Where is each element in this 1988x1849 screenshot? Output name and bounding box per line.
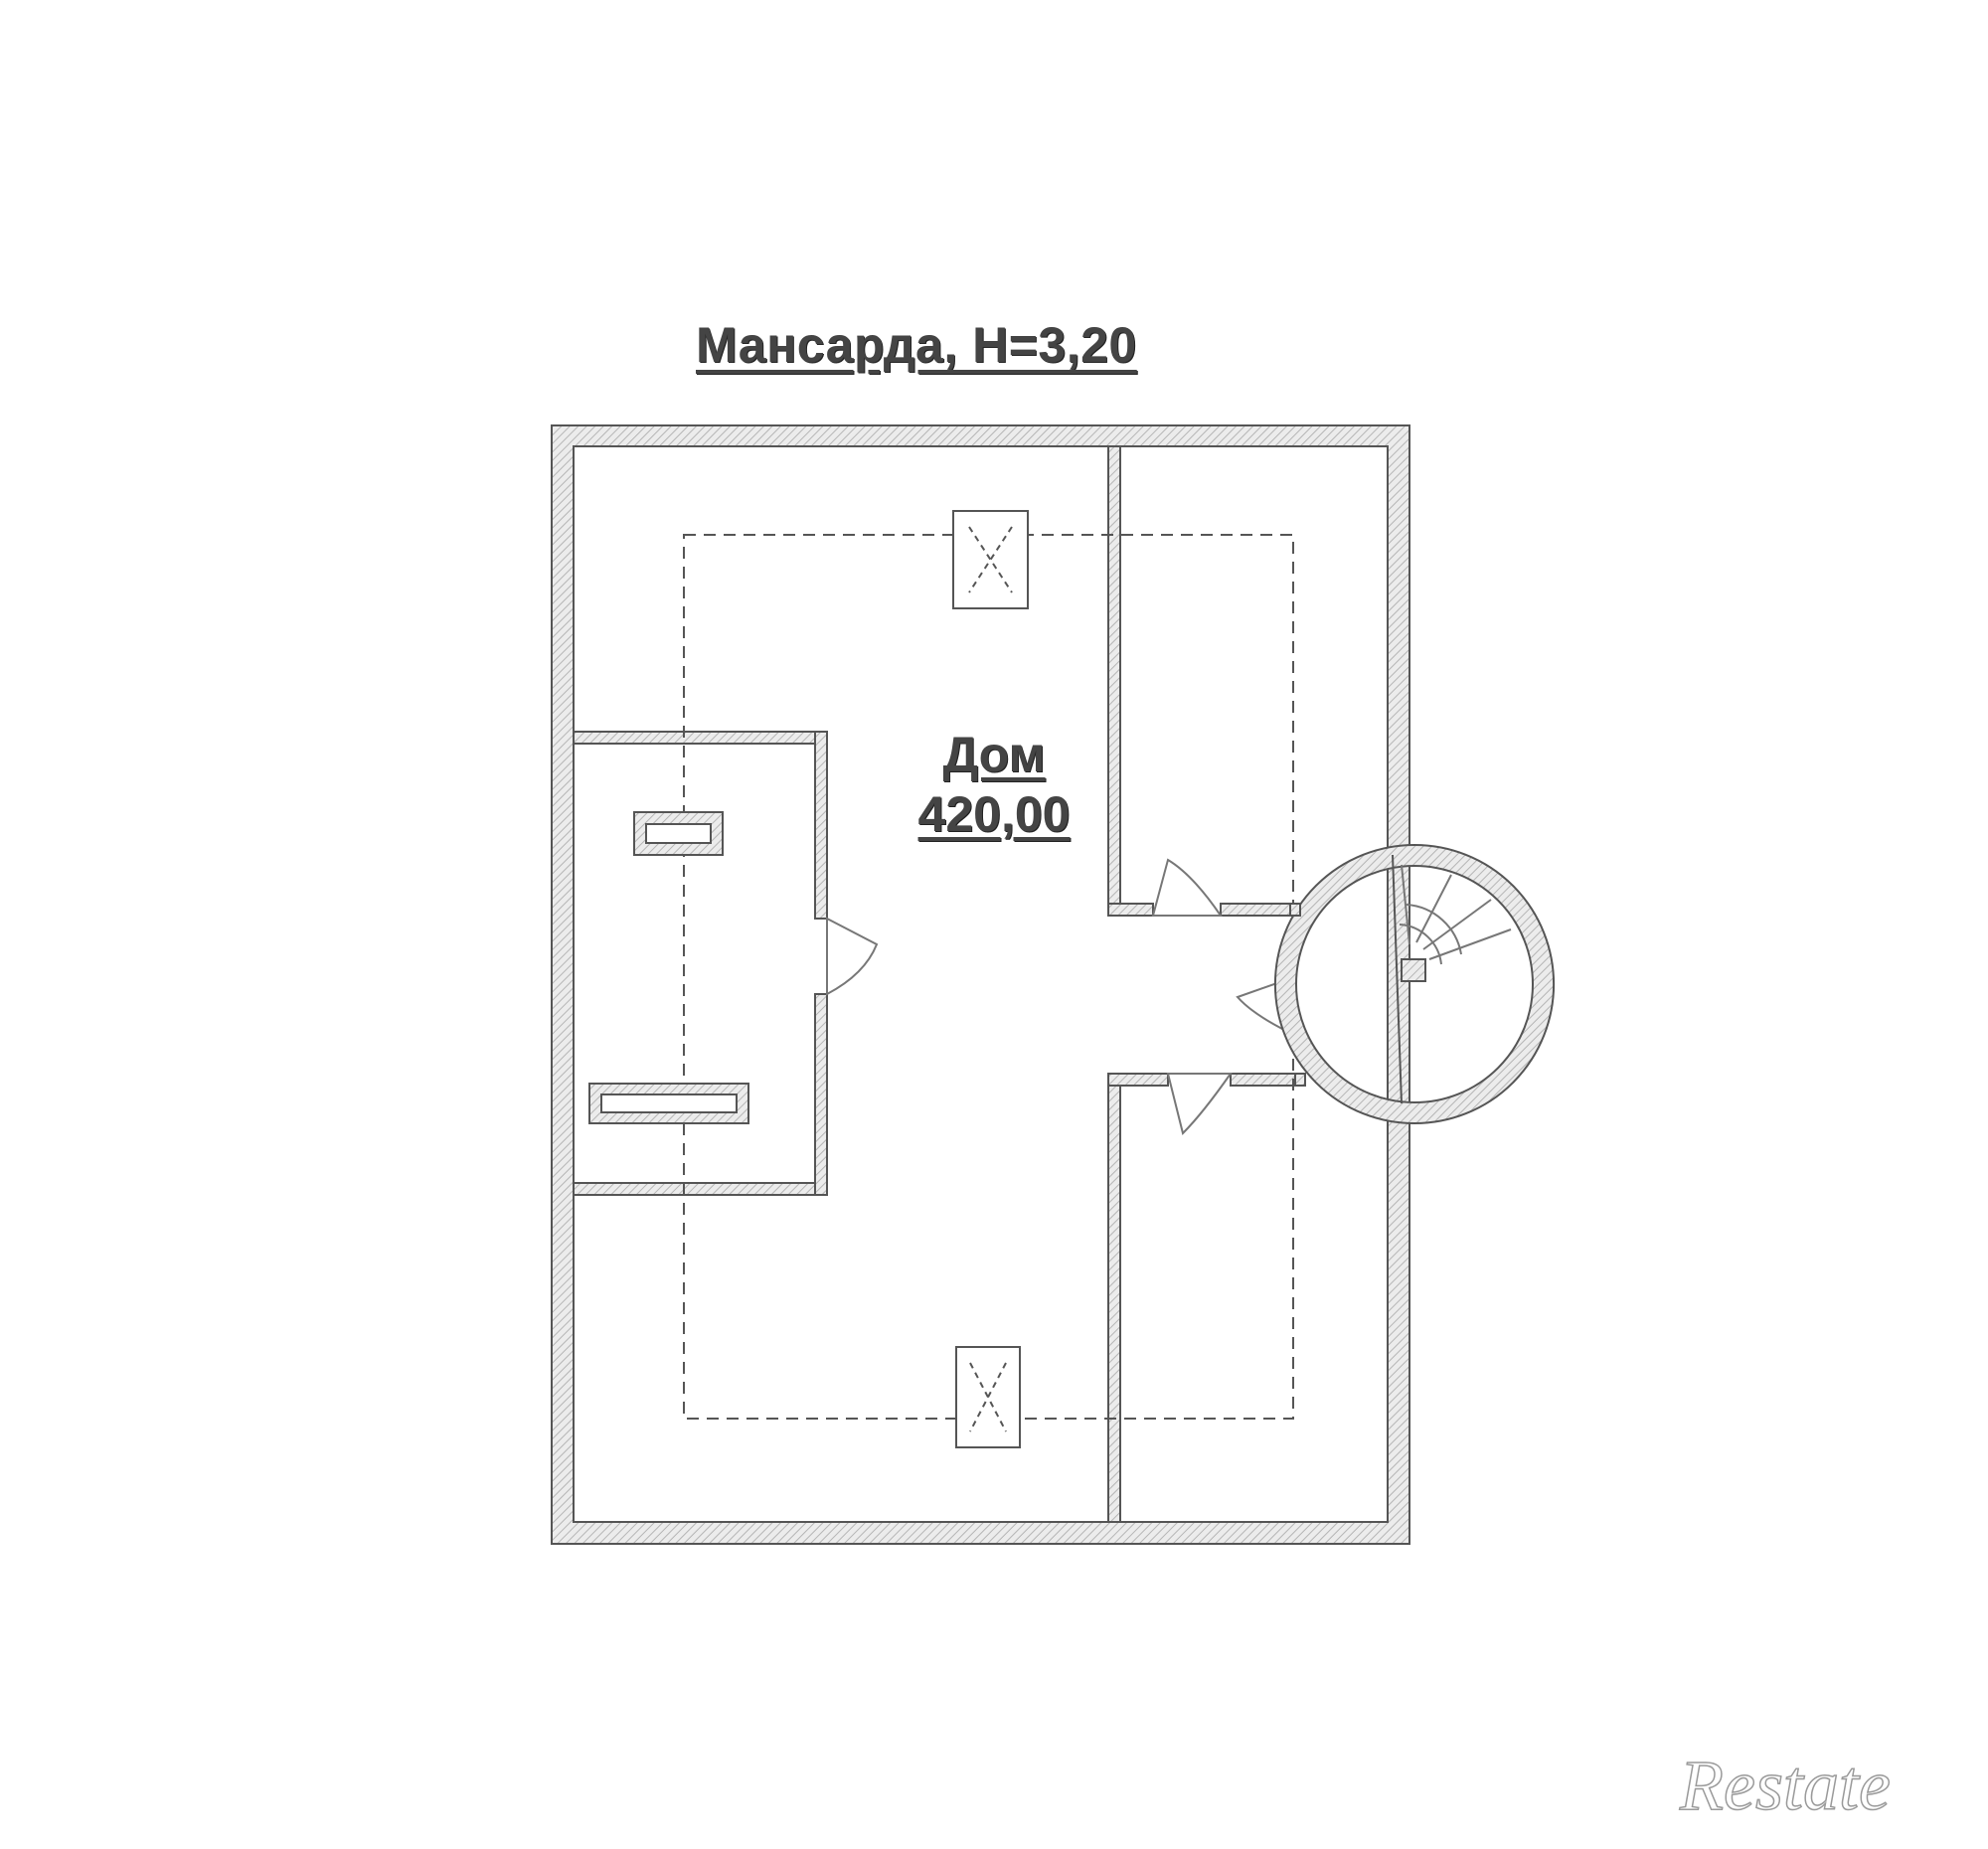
vent-fixture-long: [588, 1083, 749, 1124]
watermark-logo: Restate: [1679, 1745, 1891, 1826]
room-name-label: Дом: [942, 727, 1046, 782]
room-area-label: 420,00: [917, 786, 1071, 842]
stair-steps: [1399, 864, 1512, 965]
lower-room-door: [1166, 1073, 1233, 1135]
upper-right-room-left-wall: [1107, 445, 1121, 917]
interior-walls: [573, 445, 1296, 1523]
stair-tower-wall: [1274, 843, 1555, 1125]
plan-title: Мансарда, Н=3,20: [696, 317, 1137, 373]
upper-right-room-bottom-wall-a: [1107, 903, 1154, 917]
tower-connection: [1289, 903, 1306, 1087]
utility-bottom-wall: [573, 1182, 828, 1196]
lower-right-room-top-wall-b: [1230, 1073, 1296, 1087]
upper-room-door: [1151, 858, 1223, 917]
upper-right-room-bottom-wall-b: [1220, 903, 1291, 917]
utility-door: [826, 917, 879, 996]
utility-right-wall-upper: [814, 731, 828, 920]
utility-right-wall-lower: [814, 993, 828, 1196]
stair-tower: [1274, 843, 1555, 1125]
stair-center-line: [1392, 854, 1403, 1104]
lower-right-room-left-wall: [1107, 1073, 1121, 1523]
skylight-top: [952, 510, 1029, 609]
lower-right-room-top-wall-a: [1107, 1073, 1169, 1087]
roof-outline: [683, 534, 1294, 1420]
stair-newel: [1401, 958, 1426, 982]
utility-top-wall: [573, 731, 828, 745]
skylight-bottom: [955, 1346, 1021, 1448]
door-swings: [826, 858, 1289, 1135]
vent-fixture-small: [633, 811, 724, 856]
